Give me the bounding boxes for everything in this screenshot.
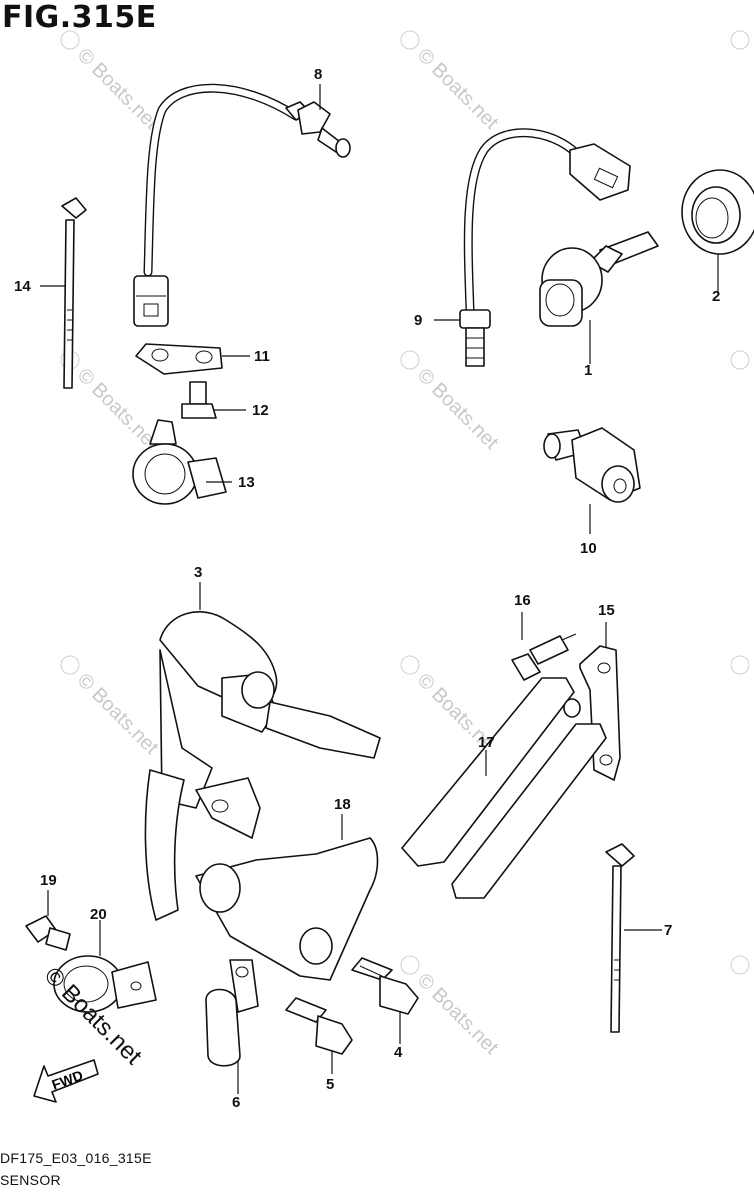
part-14-cable-tie	[61, 197, 87, 389]
watermark-text: © Boats.net	[413, 44, 503, 134]
part-9-sensor-harness	[459, 128, 631, 367]
part-16-bolt	[511, 633, 577, 681]
figure-title: FIG.315E	[2, 0, 157, 35]
watermark-text: © Boats.net	[73, 364, 163, 454]
part-6-clip	[205, 959, 259, 1067]
part-4-bolt	[351, 957, 419, 1015]
callout-11[interactable]: 11	[254, 348, 270, 365]
part-18-bracket	[195, 837, 379, 981]
callout-13[interactable]: 13	[238, 474, 255, 491]
part-3-sensor-assembly	[144, 611, 381, 921]
leader-lines	[40, 84, 719, 1094]
part-19-bolt	[25, 915, 71, 951]
part-10-knock-sensor	[543, 427, 641, 503]
callout-6[interactable]: 6	[232, 1094, 241, 1111]
callout-9[interactable]: 9	[414, 312, 423, 329]
callout-7[interactable]: 7	[664, 922, 673, 939]
part-5-bolt	[285, 997, 353, 1055]
callout-20[interactable]: 20	[90, 906, 107, 923]
part-8-sensor-harness	[133, 83, 351, 327]
fwd-arrow: FWD	[33, 1059, 99, 1103]
model-code: DF175_E03_016_315E	[0, 1150, 152, 1166]
part-1-sensor	[539, 231, 659, 327]
part-20-clamp	[53, 955, 157, 1013]
watermark-text: © Boats.net	[413, 969, 503, 1059]
part-13-clamp	[132, 419, 227, 505]
callout-19[interactable]: 19	[40, 872, 57, 889]
watermark-text: © Boats.net	[413, 364, 503, 454]
part-2-grommet	[681, 169, 754, 255]
part-12-bolt	[181, 381, 217, 419]
callout-8[interactable]: 8	[314, 66, 323, 83]
fwd-arrow-label: FWD	[50, 1067, 85, 1093]
callout-12[interactable]: 12	[252, 402, 269, 419]
callout-17[interactable]: 17	[478, 734, 495, 751]
part-15-bracket	[579, 645, 621, 781]
callout-18[interactable]: 18	[334, 796, 351, 813]
part-17-bracket	[401, 677, 607, 899]
part-7-cable-tie	[605, 843, 635, 1033]
callout-14[interactable]: 14	[14, 278, 31, 295]
watermark-text: © Boats.net	[73, 44, 163, 134]
watermark-text: © Boats.net	[73, 669, 163, 759]
part-11-clamp-plate	[135, 343, 223, 375]
callout-10[interactable]: 10	[580, 540, 597, 557]
callout-1[interactable]: 1	[584, 362, 593, 379]
callout-4[interactable]: 4	[394, 1044, 403, 1061]
callout-16[interactable]: 16	[514, 592, 531, 609]
callout-3[interactable]: 3	[194, 564, 203, 581]
callout-15[interactable]: 15	[598, 602, 615, 619]
callout-2[interactable]: 2	[712, 288, 721, 305]
section-name: SENSOR	[0, 1172, 61, 1188]
callout-5[interactable]: 5	[326, 1076, 335, 1093]
